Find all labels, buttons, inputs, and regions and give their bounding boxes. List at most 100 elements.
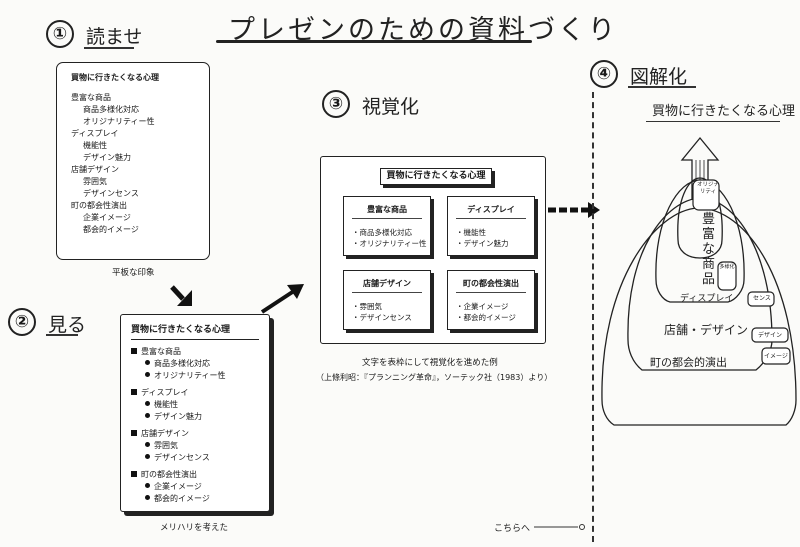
visual-cell-item: 機能性 bbox=[448, 227, 534, 238]
emphasis-item: オリジナリティー性 bbox=[131, 370, 259, 382]
plain-line: 豊富な商品 bbox=[71, 93, 111, 102]
visual-cell-item: 企業イメージ bbox=[448, 301, 534, 312]
step-3-number: ③ bbox=[322, 90, 350, 118]
step-1-label: 読ませ bbox=[86, 26, 143, 48]
emphasis-category: 店舗デザイン bbox=[131, 428, 259, 440]
arrow-shaft bbox=[260, 289, 296, 314]
tag-shape bbox=[747, 291, 775, 307]
step-2-number: ② bbox=[8, 308, 36, 336]
display-layer-shape bbox=[655, 179, 745, 303]
layer-label-display: ディスプレイ bbox=[680, 294, 734, 304]
tag-sense: センス bbox=[753, 295, 771, 302]
layer-label-store: 店舗・デザイン bbox=[664, 323, 749, 337]
visual-cell-title: 店舗デザイン bbox=[363, 279, 411, 288]
step-4-underline bbox=[628, 86, 696, 88]
visual-cell-title: ディスプレイ bbox=[467, 205, 515, 214]
visual-cell-item: オリジナリティー性 bbox=[344, 238, 430, 249]
title-underline bbox=[216, 40, 532, 43]
emphasis-item: デザインセンス bbox=[131, 452, 259, 464]
visual-cell-item: 商品多様化対応 bbox=[344, 227, 430, 238]
emphasis-box: 買物に行きたくなる心理 豊富な商品 商品多様化対応 オリジナリティー性 ディスプ… bbox=[120, 314, 270, 512]
emphasis-caption: メリハリを考えた bbox=[160, 523, 229, 533]
visual-cell-rule bbox=[352, 218, 422, 219]
footer-dot bbox=[579, 524, 585, 530]
diagram-subtitle-underline bbox=[646, 121, 780, 122]
product-layer-shape bbox=[677, 177, 723, 259]
visual-cell: 豊富な商品 商品多様化対応 オリジナリティー性 bbox=[343, 196, 431, 256]
arrow-emphasis-to-visual bbox=[260, 284, 304, 314]
visual-cell-item: 雰囲気 bbox=[344, 301, 430, 312]
tag-image: イメージ bbox=[764, 353, 788, 360]
plain-line: 企業イメージ bbox=[83, 213, 131, 222]
arrow-shaft bbox=[170, 285, 185, 301]
arrow-visual-to-diagram bbox=[548, 202, 600, 218]
plain-heading: 買物に行きたくなる心理 bbox=[71, 73, 159, 82]
plain-text-box: 買物に行きたくなる心理 豊富な商品 商品多様化対応 オリジナリティー性 ディスプ… bbox=[56, 62, 210, 260]
step-1-number: ① bbox=[46, 20, 74, 48]
emphasis-item: 雰囲気 bbox=[131, 440, 259, 452]
emphasis-item: 商品多様化対応 bbox=[131, 358, 259, 370]
visual-cell-item: デザインセンス bbox=[344, 312, 430, 323]
visual-cell-title: 豊富な商品 bbox=[367, 205, 407, 214]
arrow-head bbox=[287, 284, 304, 299]
step-2-label: 見る bbox=[48, 314, 87, 336]
dashed-divider bbox=[592, 92, 594, 542]
outer-layer-shape bbox=[601, 207, 797, 426]
footer-note: こちらへ bbox=[494, 524, 531, 534]
plain-caption: 平板な印象 bbox=[112, 268, 155, 278]
step-1-underline bbox=[84, 47, 134, 49]
visual-cell-item: デザイン魅力 bbox=[448, 238, 534, 249]
step-4-label: 図解化 bbox=[630, 66, 688, 88]
visual-cell-title: 町の都会性演出 bbox=[463, 279, 519, 288]
emphasis-heading: 買物に行きたくなる心理 bbox=[131, 325, 231, 335]
visual-cell: 店舗デザイン 雰囲気 デザインセンス bbox=[343, 270, 431, 330]
plain-line: ディスプレイ bbox=[71, 129, 119, 138]
tag-shape bbox=[717, 261, 737, 291]
layer-label-products: 豊富な商品 bbox=[702, 212, 716, 287]
plain-line: 商品多様化対応 bbox=[83, 105, 139, 114]
arrow-head bbox=[588, 202, 600, 218]
tag-design: デザイン bbox=[757, 332, 782, 339]
step-3-label: 視覚化 bbox=[362, 96, 420, 118]
footer-line bbox=[534, 524, 585, 530]
emphasis-rule bbox=[131, 339, 259, 340]
plain-line: 機能性 bbox=[83, 141, 107, 150]
visual-cell-rule bbox=[456, 218, 526, 219]
plain-line: オリジナリティー性 bbox=[83, 117, 155, 126]
visual-cell-rule bbox=[456, 292, 526, 293]
plain-line: 店舗デザイン bbox=[71, 165, 119, 174]
arrow-head bbox=[177, 290, 192, 306]
arrow-plain-to-emphasis bbox=[170, 285, 192, 306]
tag-originality: オリジナリティ bbox=[696, 182, 719, 195]
visual-caption-line-1: 文字を表枠にして視覚化を進めた例 bbox=[362, 358, 498, 368]
visual-cell: 町の都会性演出 企業イメージ 都会的イメージ bbox=[447, 270, 535, 330]
emphasis-item: 企業イメージ bbox=[131, 481, 259, 493]
emphasis-item: デザイン魅力 bbox=[131, 411, 259, 423]
emphasis-category: 町の都会性演出 bbox=[131, 469, 259, 481]
visual-cell-item: 都会的イメージ bbox=[448, 312, 534, 323]
plain-line: 町の都会性演出 bbox=[71, 201, 127, 210]
visual-heading: 買物に行きたくなる心理 bbox=[380, 168, 492, 185]
tag-diversity: 多様化 bbox=[719, 264, 735, 270]
store-layer-shape bbox=[627, 197, 773, 371]
plain-line: デザインセンス bbox=[83, 189, 139, 198]
visual-cell-rule bbox=[352, 292, 422, 293]
visual-cell: ディスプレイ 機能性 デザイン魅力 bbox=[447, 196, 535, 256]
plain-list: 豊富な商品 商品多様化対応 オリジナリティー性 ディスプレイ 機能性 デザイン魅… bbox=[71, 92, 209, 236]
plain-line: 雰囲気 bbox=[83, 177, 107, 186]
layer-label-town: 町の都会的演出 bbox=[650, 356, 727, 369]
plain-line: 都会的イメージ bbox=[83, 225, 139, 234]
tag-shape bbox=[761, 347, 791, 365]
plain-line: デザイン魅力 bbox=[83, 153, 131, 162]
emphasis-category: 豊富な商品 bbox=[131, 346, 259, 358]
emphasis-item: 機能性 bbox=[131, 399, 259, 411]
emphasis-item: 都会的イメージ bbox=[131, 493, 259, 505]
diagram-subtitle: 買物に行きたくなる心理 bbox=[652, 104, 796, 119]
visual-caption-line-2: （上條利昭：『プランニング革命』，ソーテック社（1983）より） bbox=[316, 373, 553, 382]
tag-shape bbox=[692, 179, 720, 211]
tag-shape bbox=[751, 327, 789, 343]
emphasis-category: ディスプレイ bbox=[131, 387, 259, 399]
step-4-number: ④ bbox=[590, 60, 618, 88]
step-2-underline bbox=[46, 334, 78, 336]
